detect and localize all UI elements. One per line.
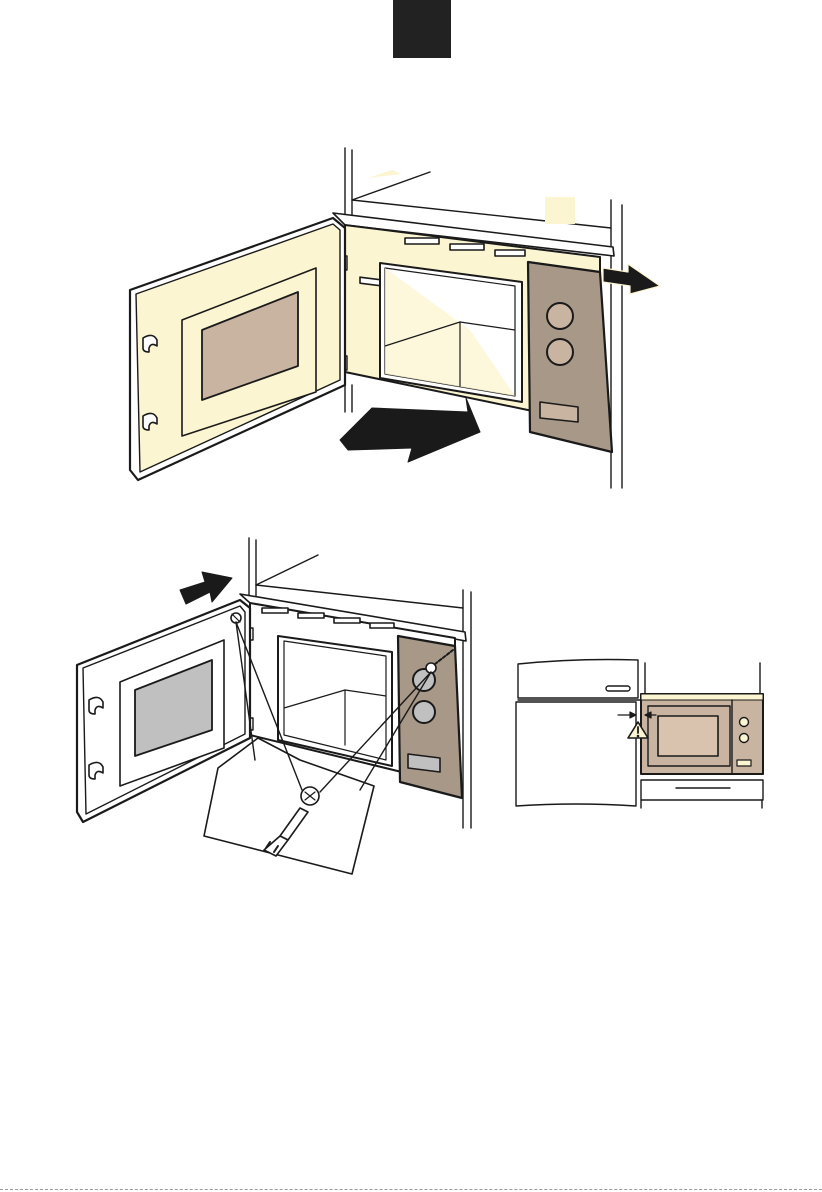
figure-1-oven-insertion (130, 148, 660, 488)
dial-icon (740, 718, 749, 727)
control-panel (528, 262, 612, 452)
dial-icon (547, 339, 573, 365)
lower-drawer (641, 780, 763, 808)
figure-3-installed-oven (516, 660, 763, 809)
page-bottom-rule (0, 1189, 822, 1190)
push-direction-arrow-icon (180, 572, 232, 604)
push-direction-arrow-icon (340, 398, 480, 462)
light-reflection (545, 197, 575, 224)
dial-icon (413, 701, 435, 723)
door-window (658, 716, 718, 756)
oven-door (130, 218, 345, 480)
control-panel (398, 636, 462, 798)
display-window (408, 754, 440, 772)
display-window (737, 760, 751, 766)
installed-oven (641, 694, 763, 774)
figure-2-screw-fixing (77, 538, 471, 874)
light-reflection (368, 170, 402, 178)
oven-cavity (380, 263, 522, 402)
dial-icon (740, 734, 749, 743)
dial-icon (547, 303, 573, 329)
